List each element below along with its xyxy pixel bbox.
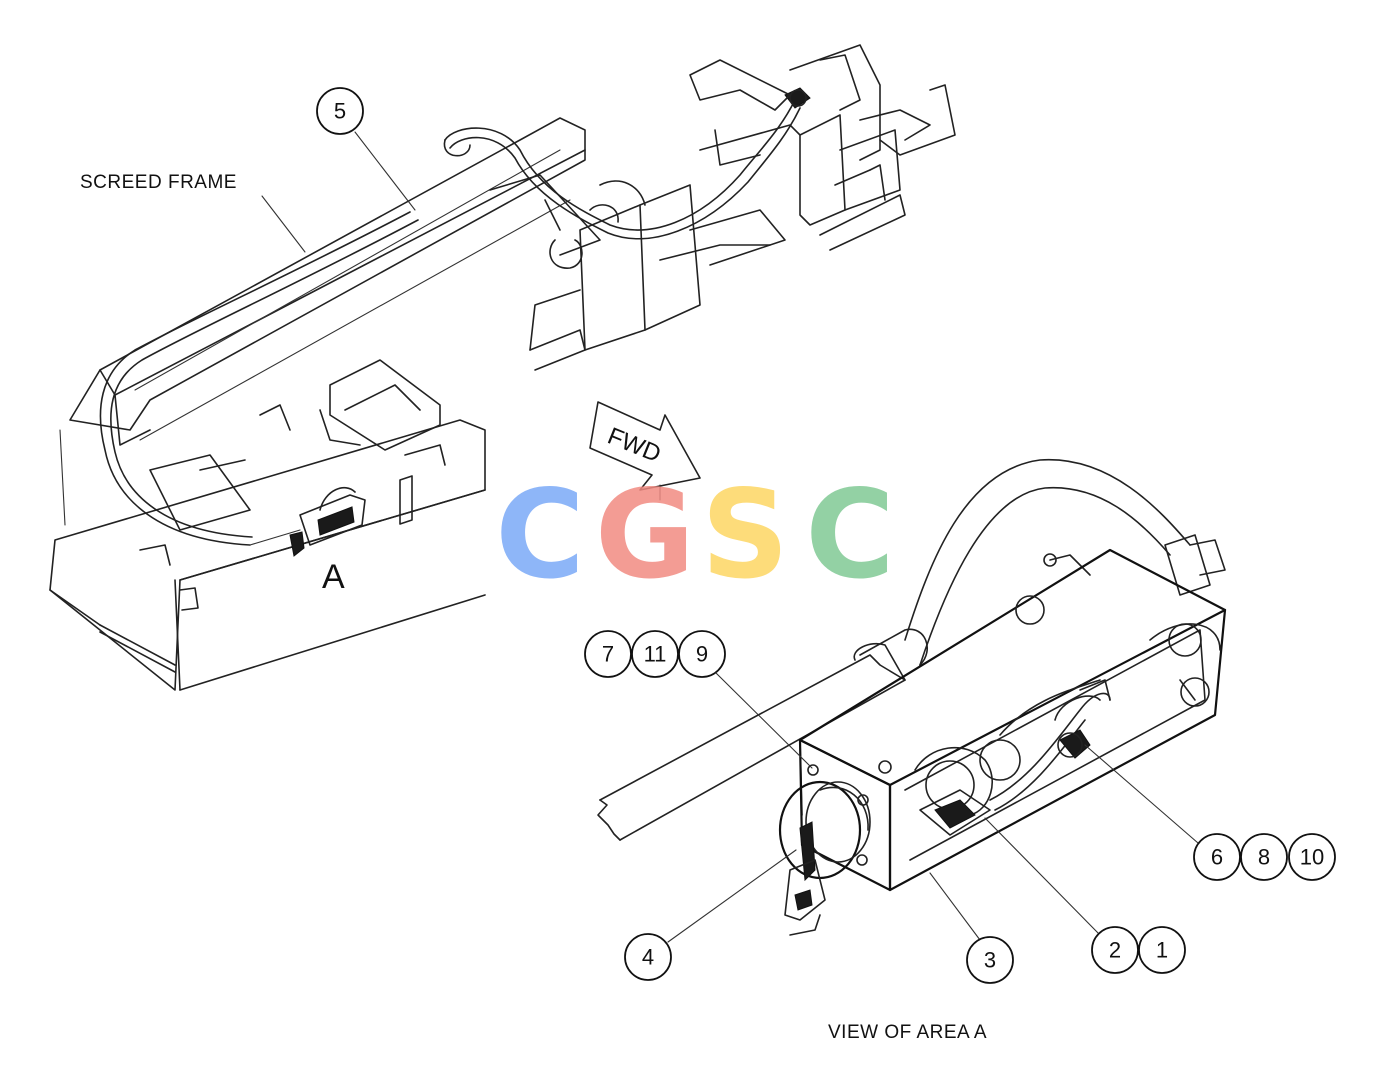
callout-11: 11 (631, 630, 679, 678)
screed-frame-label: SCREED FRAME (80, 172, 237, 193)
callout-2-leader (984, 817, 1101, 936)
callout-5-leader (354, 131, 416, 211)
callout-10: 10 (1288, 833, 1336, 881)
fwd-label: FWD (604, 423, 665, 469)
watermark-letter-1: C (495, 464, 585, 606)
callout-6: 6 (1193, 833, 1241, 881)
callout-9: 9 (678, 630, 726, 678)
view-of-area-a-caption: VIEW OF AREA A (828, 1022, 987, 1043)
callout-3-leader (929, 872, 981, 941)
svg-text:7: 7 (602, 642, 614, 667)
watermark-letter-3: S (701, 464, 789, 606)
callout-9-leader (715, 672, 813, 769)
callout-8: 8 (1240, 833, 1288, 881)
svg-text:5: 5 (334, 99, 346, 124)
area-a-marker: A (322, 558, 345, 596)
svg-text:4: 4 (642, 945, 654, 970)
svg-text:3: 3 (984, 948, 996, 973)
watermark-letter-2: G (595, 464, 695, 606)
cgsc-watermark: C G S C (495, 464, 895, 606)
svg-text:9: 9 (696, 642, 708, 667)
screed-frame-leader (261, 195, 306, 253)
svg-text:8: 8 (1258, 845, 1270, 870)
callout-2: 2 (1091, 926, 1139, 974)
svg-text:6: 6 (1211, 845, 1223, 870)
callout-1: 1 (1138, 926, 1186, 974)
watermark-letter-4: C (805, 464, 895, 606)
svg-text:11: 11 (644, 642, 667, 667)
callout-6-leader (1084, 744, 1199, 844)
callout-7: 7 (584, 630, 632, 678)
callout-4-leader (667, 849, 797, 943)
callout-3: 3 (966, 936, 1014, 984)
callout-5: 5 (316, 87, 364, 135)
screed-frame-drawing (49, 44, 956, 691)
area-a-detail-drawing (597, 459, 1227, 936)
svg-text:2: 2 (1109, 938, 1121, 963)
callout-4: 4 (624, 933, 672, 981)
svg-text:10: 10 (1300, 845, 1324, 870)
svg-text:1: 1 (1156, 938, 1168, 963)
